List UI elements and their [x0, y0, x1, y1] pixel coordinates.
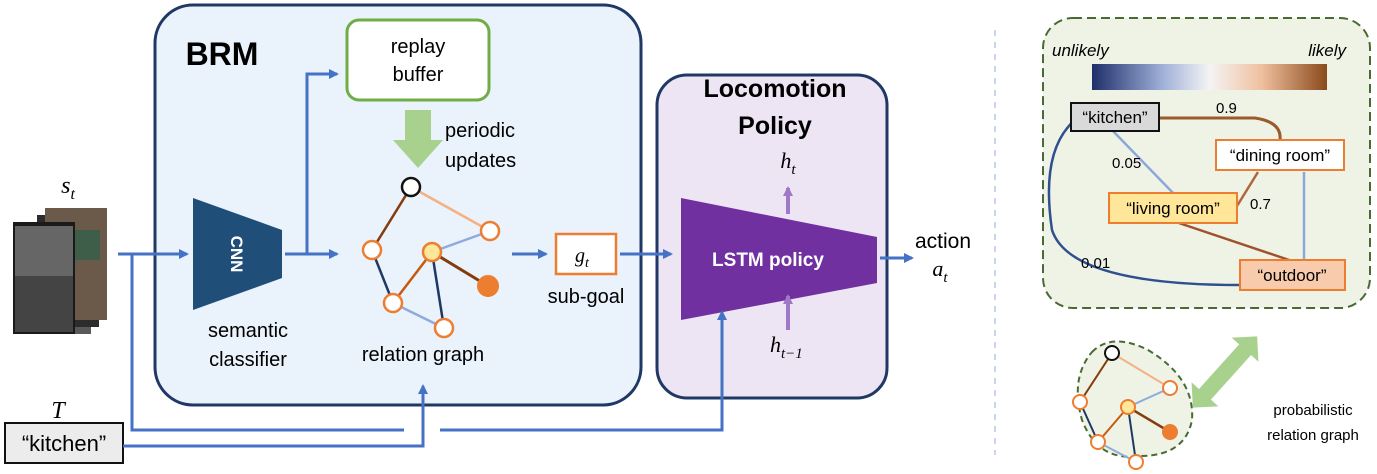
cnn-block	[193, 198, 282, 310]
lstm-label: LSTM policy	[712, 250, 824, 271]
periodic-updates-line1: periodic	[445, 120, 515, 142]
replay-buffer-box	[345, 18, 491, 102]
target-box	[4, 422, 124, 464]
prob-node-kitchen-label: “kitchen”	[1082, 108, 1148, 127]
prob-node-living-label: “living room”	[1126, 199, 1220, 218]
prob-caption-line1: probabilistic	[1273, 402, 1353, 419]
edge-kitchen-outdoor	[1047, 119, 1241, 287]
target-label: T	[51, 398, 66, 424]
classifier-line2: classifier	[209, 349, 287, 371]
locomotion-title-line2: Policy	[738, 112, 812, 140]
prob-node-kitchen	[1070, 102, 1160, 132]
prob-node-dining-label: “dining room”	[1230, 146, 1330, 165]
prob-node-outdoor	[1239, 259, 1346, 291]
prob-caption-line2: relation graph	[1267, 427, 1359, 444]
edge-living-outdoor	[1172, 219, 1296, 264]
brm-box	[153, 3, 643, 407]
edge-prob-kitchen-outdoor: 0.01	[1081, 255, 1110, 272]
update-arrow	[393, 110, 443, 168]
lstm-block	[681, 198, 877, 320]
relation-graph	[361, 176, 501, 339]
prob-edges	[1047, 116, 1306, 287]
relation-graph-label: relation graph	[362, 344, 484, 366]
replay-buffer-line1: replay	[391, 36, 445, 58]
state-label: st	[61, 173, 75, 203]
h-out-label: ht	[780, 148, 796, 178]
edge-kitchen-living	[1111, 129, 1176, 196]
edge-prob-kitchen-dining: 0.9	[1216, 100, 1237, 117]
connector-arrows	[118, 69, 914, 448]
periodic-updates-line2: updates	[445, 150, 516, 172]
scale-high-label: likely	[1308, 41, 1347, 60]
replay-buffer-line2: buffer	[393, 64, 444, 86]
subgoal-symbol: gt	[575, 245, 590, 271]
zoom-double-arrow	[1191, 336, 1259, 408]
subgoal-box	[554, 232, 618, 276]
prob-node-outdoor-label: “outdoor”	[1258, 266, 1327, 285]
edge-prob-kitchen-living: 0.05	[1112, 155, 1141, 172]
small-relation-graph	[1072, 345, 1178, 470]
prob-graph-panel	[1042, 17, 1371, 309]
subgoal-label: sub-goal	[548, 286, 625, 308]
edge-living-dining	[1235, 171, 1260, 207]
locomotion-title-line1: Locomotion	[703, 75, 846, 103]
edge-kitchen-dining	[1158, 116, 1282, 141]
target-value: “kitchen”	[22, 431, 106, 456]
cnn-label: CNN	[227, 236, 246, 273]
edge-prob-living-dining: 0.7	[1250, 196, 1271, 213]
probability-colorbar	[1092, 64, 1327, 90]
prob-node-living	[1108, 192, 1238, 224]
action-label: action	[915, 230, 971, 253]
brm-title: BRM	[186, 36, 259, 72]
scale-low-label: unlikely	[1052, 41, 1110, 60]
prob-node-dining	[1215, 139, 1345, 171]
action-symbol: at	[932, 256, 948, 286]
classifier-line1: semantic	[208, 320, 288, 342]
state-image-stack	[13, 208, 107, 334]
h-in-label: ht−1	[770, 332, 803, 362]
